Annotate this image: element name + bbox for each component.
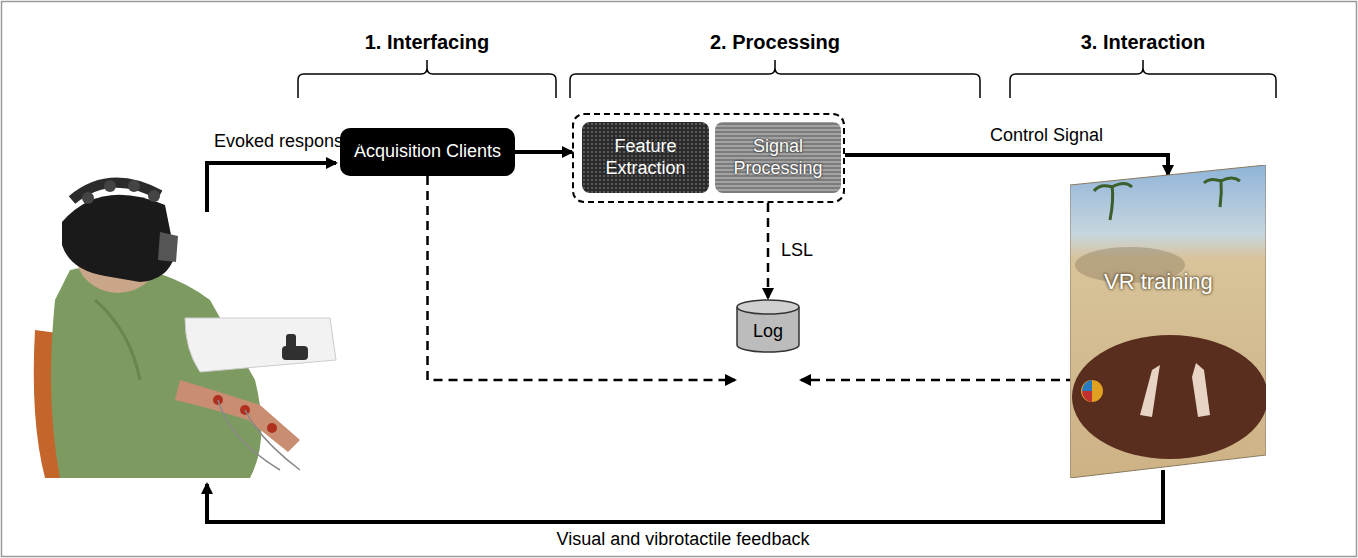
log-connector xyxy=(801,379,1075,382)
node-text: Acquisition Clients xyxy=(354,141,501,163)
signal-box: Signal Processing xyxy=(715,122,841,193)
node-text: Signal Processing xyxy=(721,136,835,179)
vr-panel: VR training xyxy=(1070,165,1266,478)
connector-label: LSL xyxy=(778,240,816,262)
stage-heading: 2. Processing xyxy=(710,30,840,54)
vr-panel-outline xyxy=(1070,165,1266,478)
patient-illustration xyxy=(34,180,336,478)
flow-connector xyxy=(515,150,572,154)
log-connector xyxy=(428,176,736,380)
flow-label: Evoked responses xyxy=(214,131,362,153)
brackets xyxy=(298,60,1276,98)
stage-heading: 3. Interaction xyxy=(1081,30,1205,54)
node-text: VR training xyxy=(1104,269,1213,295)
processing-group: Feature Extraction Signal Processing xyxy=(572,113,845,203)
log-cylinder: Log xyxy=(735,298,801,354)
connector-label: Control Signal xyxy=(987,125,1106,147)
feature-box: Feature Extraction xyxy=(582,122,709,193)
node-text: Log xyxy=(753,321,783,343)
log-connector xyxy=(767,203,770,298)
stage-heading: 1. Interfacing xyxy=(365,30,489,54)
acquisition-box: Acquisition Clients xyxy=(340,128,515,176)
feedback-arrow xyxy=(207,470,1163,522)
flow-label: Visual and vibrotactile feedback xyxy=(557,529,810,551)
flow-connector xyxy=(845,155,1168,175)
evoked-arrow xyxy=(207,163,336,212)
node-text: Feature Extraction xyxy=(588,136,703,179)
